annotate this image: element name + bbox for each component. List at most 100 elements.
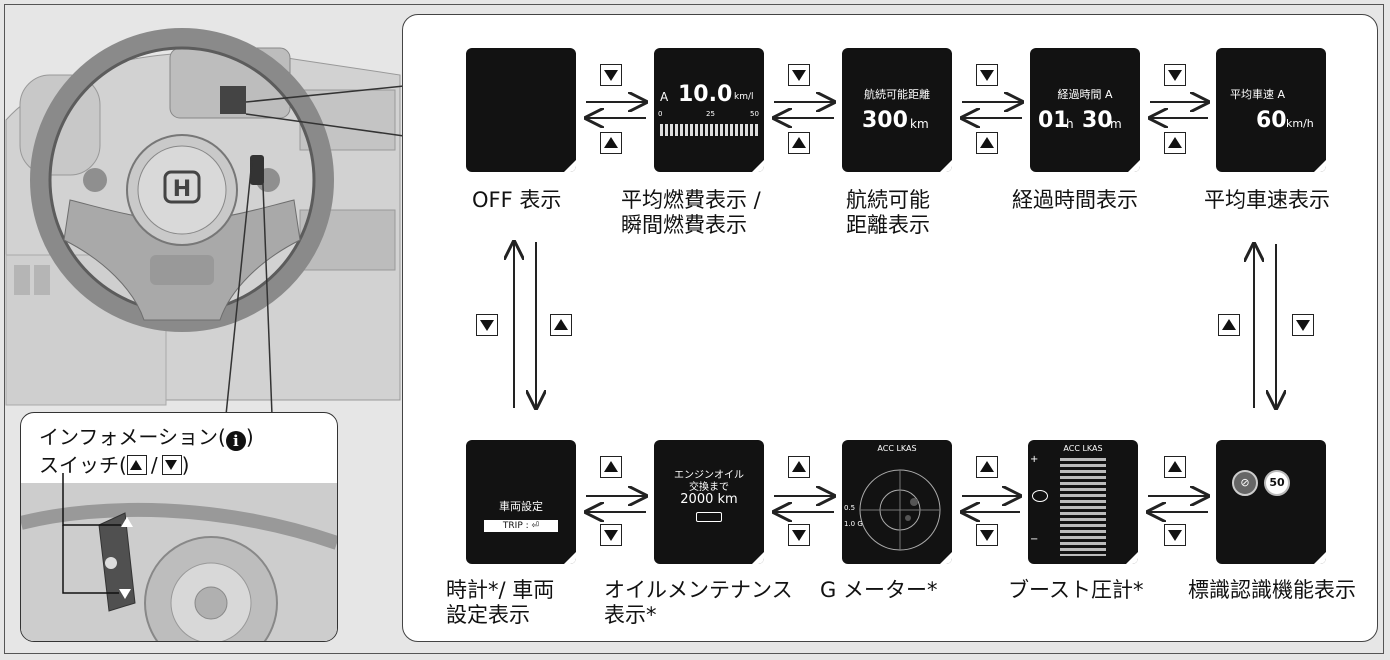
caption-off: OFF 表示 bbox=[472, 188, 561, 213]
caption-range-line2: 距離表示 bbox=[846, 213, 930, 237]
up-button-icon bbox=[788, 456, 810, 478]
caption-fuel-line1: 平均燃費表示 / bbox=[621, 188, 761, 212]
switch-leader-2 bbox=[261, 159, 273, 416]
callout-line2-text: スイッチ( bbox=[39, 453, 127, 477]
oil-line1: エンジンオイル bbox=[674, 470, 744, 481]
up-button-icon bbox=[976, 132, 998, 154]
switch-up-button-icon bbox=[121, 517, 133, 527]
callout-line2-end: ) bbox=[181, 453, 190, 477]
screen-fuel: A 10.0 km/l 0 25 50 bbox=[654, 48, 764, 172]
gmeter-tick-05: 0.5 bbox=[844, 504, 856, 512]
leader-line-bottom bbox=[245, 113, 405, 137]
up-button-icon bbox=[1218, 314, 1240, 336]
honda-logo-icon: H bbox=[173, 177, 191, 202]
caption-oil-line2: 表示* bbox=[604, 603, 657, 627]
down-button-icon bbox=[161, 455, 182, 475]
up-button-icon bbox=[550, 314, 572, 336]
caption-speed: 平均車速表示 bbox=[1204, 188, 1330, 213]
elapsed-hours: 01 bbox=[1038, 108, 1069, 133]
screen-gmeter: ACC LKAS 0.5 1.0 G bbox=[842, 440, 952, 564]
screen-sign: ⊘ 50 bbox=[1216, 440, 1326, 564]
gmeter-rings bbox=[859, 469, 941, 551]
range-unit: km bbox=[910, 117, 929, 131]
caption-fuel: 平均燃費表示 /瞬間燃費表示 bbox=[621, 188, 761, 238]
down-button-icon bbox=[976, 64, 998, 86]
speed-value: 60 bbox=[1256, 108, 1287, 133]
screen-speed: 平均車速 A 60 km/h bbox=[1216, 48, 1326, 172]
screen-oil: エンジンオイル 交換まで 2000 km bbox=[654, 440, 764, 564]
caption-sign: 標識認識機能表示 bbox=[1188, 578, 1356, 603]
down-button-icon bbox=[788, 524, 810, 546]
fuel-value: 10.0 bbox=[678, 82, 733, 107]
clock-title: 車両設定 bbox=[499, 500, 543, 513]
boost-header: ACC LKAS bbox=[1063, 444, 1103, 453]
caption-gmeter-line1: G メーター* bbox=[820, 578, 938, 602]
diagram-border bbox=[4, 4, 1384, 654]
callout-separator: / bbox=[150, 453, 158, 477]
up-button-icon bbox=[1164, 132, 1186, 154]
fuel-scale-25: 25 bbox=[706, 110, 715, 118]
screen-clock: 車両設定 TRIP : ⏎ bbox=[466, 440, 576, 564]
callout-line1-end: ) bbox=[245, 425, 254, 449]
down-button-icon bbox=[476, 314, 498, 336]
speed-limit-sign: 50 bbox=[1264, 470, 1290, 496]
caption-range: 航続可能距離表示 bbox=[846, 188, 930, 238]
down-button-icon bbox=[1292, 314, 1314, 336]
screen-elapsed: 経過時間 A 01 h 30 m bbox=[1030, 48, 1140, 172]
range-value: 300 bbox=[862, 108, 908, 133]
gmeter-header: ACC LKAS bbox=[877, 444, 917, 453]
fuel-scale-0: 0 bbox=[658, 110, 663, 118]
caption-sign-line1: 標識認識機能表示 bbox=[1188, 578, 1356, 602]
screen-boost: ACC LKAS + − bbox=[1028, 440, 1138, 564]
caption-elapsed-line1: 経過時間表示 bbox=[1012, 188, 1138, 212]
oil-line2: 交換まで bbox=[689, 482, 729, 493]
range-title: 航続可能距離 bbox=[864, 88, 930, 101]
switch-down-button-icon bbox=[119, 589, 131, 599]
info-switch-callout: インフォメーション(i) スイッチ( /) bbox=[20, 412, 338, 642]
up-button-icon bbox=[976, 456, 998, 478]
down-button-icon bbox=[1164, 524, 1186, 546]
callout-line2: スイッチ( /) bbox=[39, 449, 189, 478]
elapsed-title: 経過時間 A bbox=[1057, 88, 1113, 101]
up-button-icon bbox=[126, 455, 147, 475]
down-button-icon bbox=[788, 64, 810, 86]
oil-can-icon bbox=[696, 512, 722, 522]
screen-off bbox=[466, 48, 576, 172]
caption-clock-line2: 設定表示 bbox=[446, 603, 530, 627]
switch-closeup-illustration bbox=[21, 473, 337, 641]
down-button-icon bbox=[600, 524, 622, 546]
down-button-icon bbox=[1164, 64, 1186, 86]
fuel-scale-50: 50 bbox=[750, 110, 759, 118]
caption-oil-line1: オイルメンテナンス bbox=[604, 578, 793, 602]
callout-line1: インフォメーション(i) bbox=[39, 421, 254, 451]
caption-boost-line1: ブースト圧計* bbox=[1008, 578, 1144, 602]
caption-elapsed: 経過時間表示 bbox=[1012, 188, 1138, 213]
leader-line-top bbox=[245, 85, 405, 103]
switch-info-button-icon bbox=[105, 557, 117, 569]
down-button-icon bbox=[600, 64, 622, 86]
elapsed-m-unit: m bbox=[1110, 117, 1122, 131]
caption-clock-line1: 時計*/ 車両 bbox=[446, 578, 555, 602]
steering-wheel: H bbox=[30, 28, 334, 332]
no-overtaking-sign-icon: ⊘ bbox=[1232, 470, 1258, 496]
caption-speed-line1: 平均車速表示 bbox=[1204, 188, 1330, 212]
fuel-bar-graph bbox=[660, 124, 758, 136]
trip-button: TRIP : ⏎ bbox=[484, 520, 558, 532]
caption-boost: ブースト圧計* bbox=[1008, 578, 1143, 603]
down-button-icon bbox=[976, 524, 998, 546]
info-icon: i bbox=[225, 431, 246, 451]
elapsed-h-unit: h bbox=[1066, 117, 1074, 131]
caption-clock: 時計*/ 車両設定表示 bbox=[446, 578, 554, 628]
fuel-label: A bbox=[660, 90, 669, 104]
fuel-unit: km/l bbox=[734, 92, 754, 102]
screen-range: 航続可能距離 300 km bbox=[842, 48, 952, 172]
caption-oil: オイルメンテナンス表示* bbox=[604, 578, 793, 628]
oil-value: 2000 km bbox=[680, 492, 738, 507]
switch-leader-1 bbox=[225, 159, 253, 416]
boost-minus: − bbox=[1030, 534, 1039, 545]
up-button-icon bbox=[600, 456, 622, 478]
up-button-icon bbox=[1164, 456, 1186, 478]
gmeter-tick-10: 1.0 G bbox=[844, 520, 863, 528]
